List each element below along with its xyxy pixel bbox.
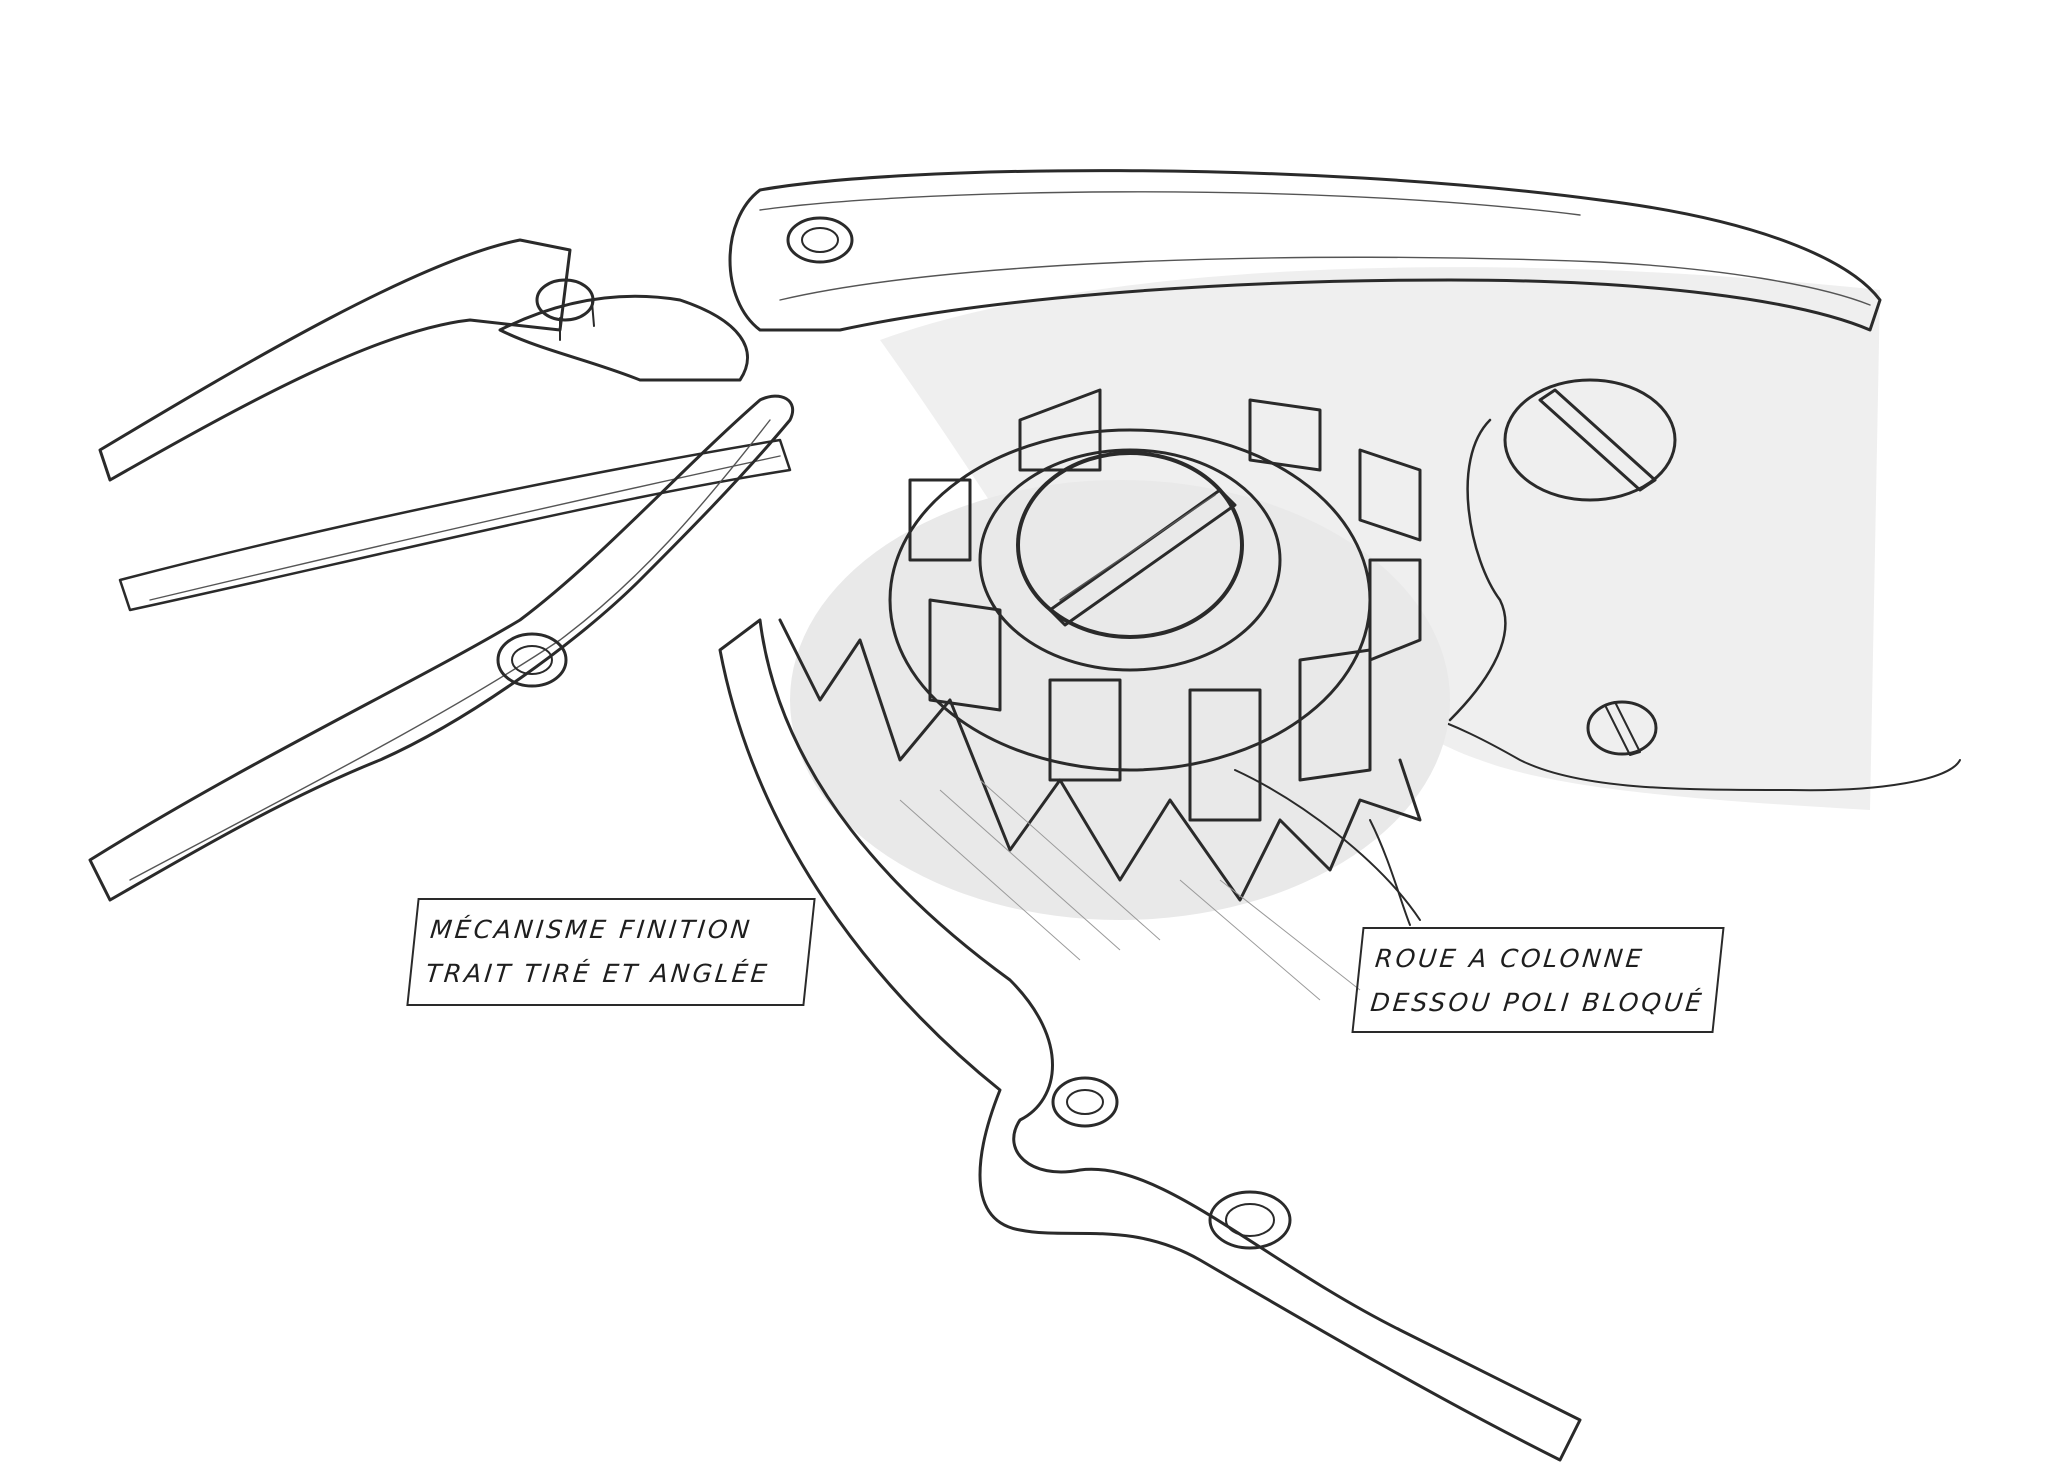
pivot-hole-icon xyxy=(786,216,854,264)
arm-hole-2-icon xyxy=(1208,1190,1292,1250)
column-wheel-annotation-line-1: ROUE A COLONNE xyxy=(1373,944,1647,973)
finish-annotation-line-1: MÉCANISME FINITION xyxy=(428,915,754,944)
column-wheel-annotation-label: ROUE A COLONNE DESSOU POLI BLOQUÉ xyxy=(1351,927,1725,1033)
finish-annotation-label: MÉCANISME FINITION TRAIT TIRÉ ET ANGLÉE xyxy=(406,898,816,1006)
curved-arm xyxy=(718,618,1582,1462)
right-screw xyxy=(1448,378,1677,722)
arm-hole-1-icon xyxy=(1051,1076,1119,1128)
leader-lines xyxy=(1234,769,1421,926)
lever-hole-icon xyxy=(496,632,568,688)
ratchet-wheel xyxy=(778,480,1450,1001)
left-lever-arm xyxy=(98,238,749,482)
finish-annotation-line-2: TRAIT TIRÉ ET ANGLÉE xyxy=(424,959,772,988)
column-wheel-annotation-line-2: DESSOU POLI BLOQUÉ xyxy=(1369,988,1706,1017)
small-screw xyxy=(1586,700,1658,756)
rod xyxy=(118,438,792,612)
pin-icon xyxy=(535,278,595,322)
lower-lever xyxy=(88,394,795,902)
column-wheel xyxy=(888,388,1422,822)
upper-lever xyxy=(728,169,1882,332)
central-screw xyxy=(1016,451,1244,639)
